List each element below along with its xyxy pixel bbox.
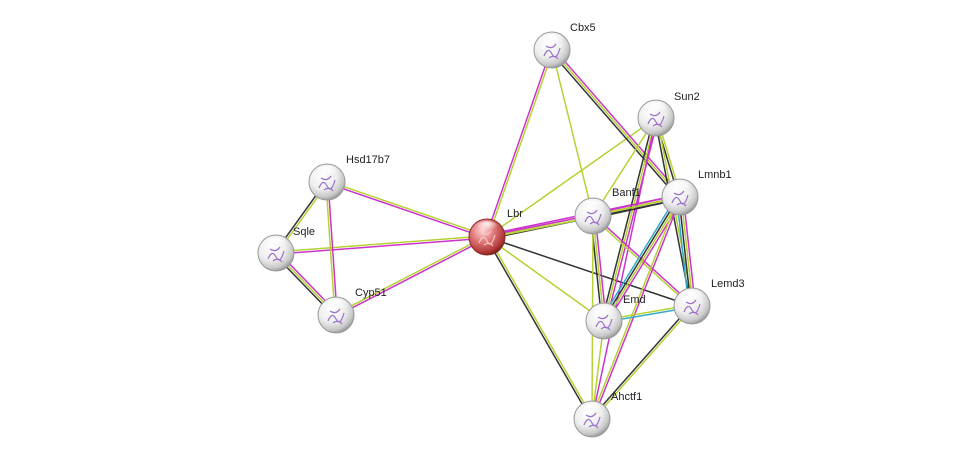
node-label: Lemd3	[711, 278, 745, 290]
edge-sun2-emd	[601, 117, 659, 322]
edge-line-textmining	[486, 236, 605, 322]
edge-line-textmining	[592, 117, 657, 217]
edge-sun2-banf1	[592, 117, 657, 217]
node-banf1[interactable]: Banf1	[574, 187, 641, 235]
node-highlight	[264, 237, 288, 251]
edge-line-experiments	[592, 197, 682, 420]
edge-line-textmining	[487, 50, 554, 238]
edge-line-experiments	[605, 118, 659, 322]
node-highlight	[475, 221, 499, 235]
edge-lemd3-ahctf1	[590, 304, 694, 421]
node-label: Cyp51	[355, 287, 387, 299]
edge-lbr-lemd3	[486, 236, 693, 307]
node-label: Emd	[623, 294, 646, 306]
node-label: Banf1	[612, 187, 641, 199]
edge-lbr-emd	[486, 236, 605, 322]
node-hsd17b7[interactable]: Hsd17b7	[308, 154, 390, 201]
node-highlight	[315, 166, 339, 180]
edge-line-coexpression	[549, 50, 679, 199]
edge-line-coexpression	[485, 237, 592, 420]
edge-line-textmining	[592, 306, 694, 421]
edge-lbr-hsd17b7	[326, 180, 488, 239]
edge-line-textmining	[275, 235, 487, 253]
edge-line-experiments	[276, 237, 488, 255]
node-label: Sqle	[293, 226, 315, 238]
node-sqle[interactable]: Sqle	[257, 226, 315, 272]
edge-line-textmining	[335, 235, 487, 315]
edge-line-experiments	[682, 196, 697, 306]
node-highlight	[581, 200, 605, 214]
node-label: Ahctf1	[611, 391, 642, 403]
edge-lbr-sqle	[275, 235, 488, 255]
node-label: Sun2	[674, 91, 700, 103]
edge-line-textmining	[603, 117, 657, 322]
edge-cbx5-banf1	[551, 49, 594, 217]
edge-line-textmining	[551, 49, 594, 217]
edge-line-coexpression	[601, 117, 655, 321]
node-ahctf1[interactable]: Ahctf1	[573, 391, 642, 438]
node-highlight	[324, 299, 348, 313]
node-highlight	[592, 305, 616, 319]
node-highlight	[680, 290, 704, 304]
node-highlight	[580, 403, 604, 417]
edge-line-experiments	[553, 48, 683, 197]
node-label: Cbx5	[570, 22, 596, 34]
node-lemd3[interactable]: Lemd3	[673, 278, 745, 325]
edge-lbr-cyp51	[335, 235, 488, 317]
node-cbx5[interactable]: Cbx5	[533, 22, 596, 69]
node-sun2[interactable]: Sun2	[637, 91, 700, 137]
node-cyp51[interactable]: Cyp51	[317, 287, 387, 334]
edge-line-textmining	[551, 49, 681, 198]
node-label: Hsd17b7	[346, 154, 390, 166]
edge-lbr-ahctf1	[485, 236, 594, 420]
node-highlight	[668, 181, 692, 195]
edge-line-textmining	[590, 196, 680, 419]
node-label: Lmnb1	[698, 169, 732, 181]
edge-line-textmining	[327, 180, 488, 237]
edge-line-database	[675, 197, 690, 307]
node-highlight	[540, 34, 564, 48]
node-highlight	[644, 102, 668, 116]
edge-line-database	[600, 194, 678, 320]
edge-line-textmining	[325, 182, 336, 316]
edge-lmnb1-ahctf1	[590, 196, 682, 420]
edge-hsd17b7-cyp51	[325, 181, 338, 316]
node-emd[interactable]: Emd	[585, 294, 646, 340]
edge-cbx5-lmnb1	[549, 48, 683, 199]
edge-lbr-cbx5	[485, 49, 554, 238]
edge-line-experiments	[485, 49, 552, 237]
edge-sun2-ahctf1	[591, 117, 657, 420]
edge-line-coexpression	[590, 304, 692, 419]
edge-line-coexpression	[602, 196, 680, 321]
node-lbr[interactable]: Lbr	[468, 208, 523, 256]
edge-line-experiments	[336, 237, 488, 317]
edge-line-coexpression	[486, 236, 693, 307]
edge-line-experiments	[591, 117, 657, 420]
edge-line-experiments	[327, 181, 338, 315]
node-lmnb1[interactable]: Lmnb1	[661, 169, 732, 216]
edge-line-textmining	[487, 236, 594, 419]
edge-line-textmining	[604, 197, 682, 322]
node-label: Lbr	[507, 208, 523, 220]
edge-line-experiments	[326, 182, 487, 239]
